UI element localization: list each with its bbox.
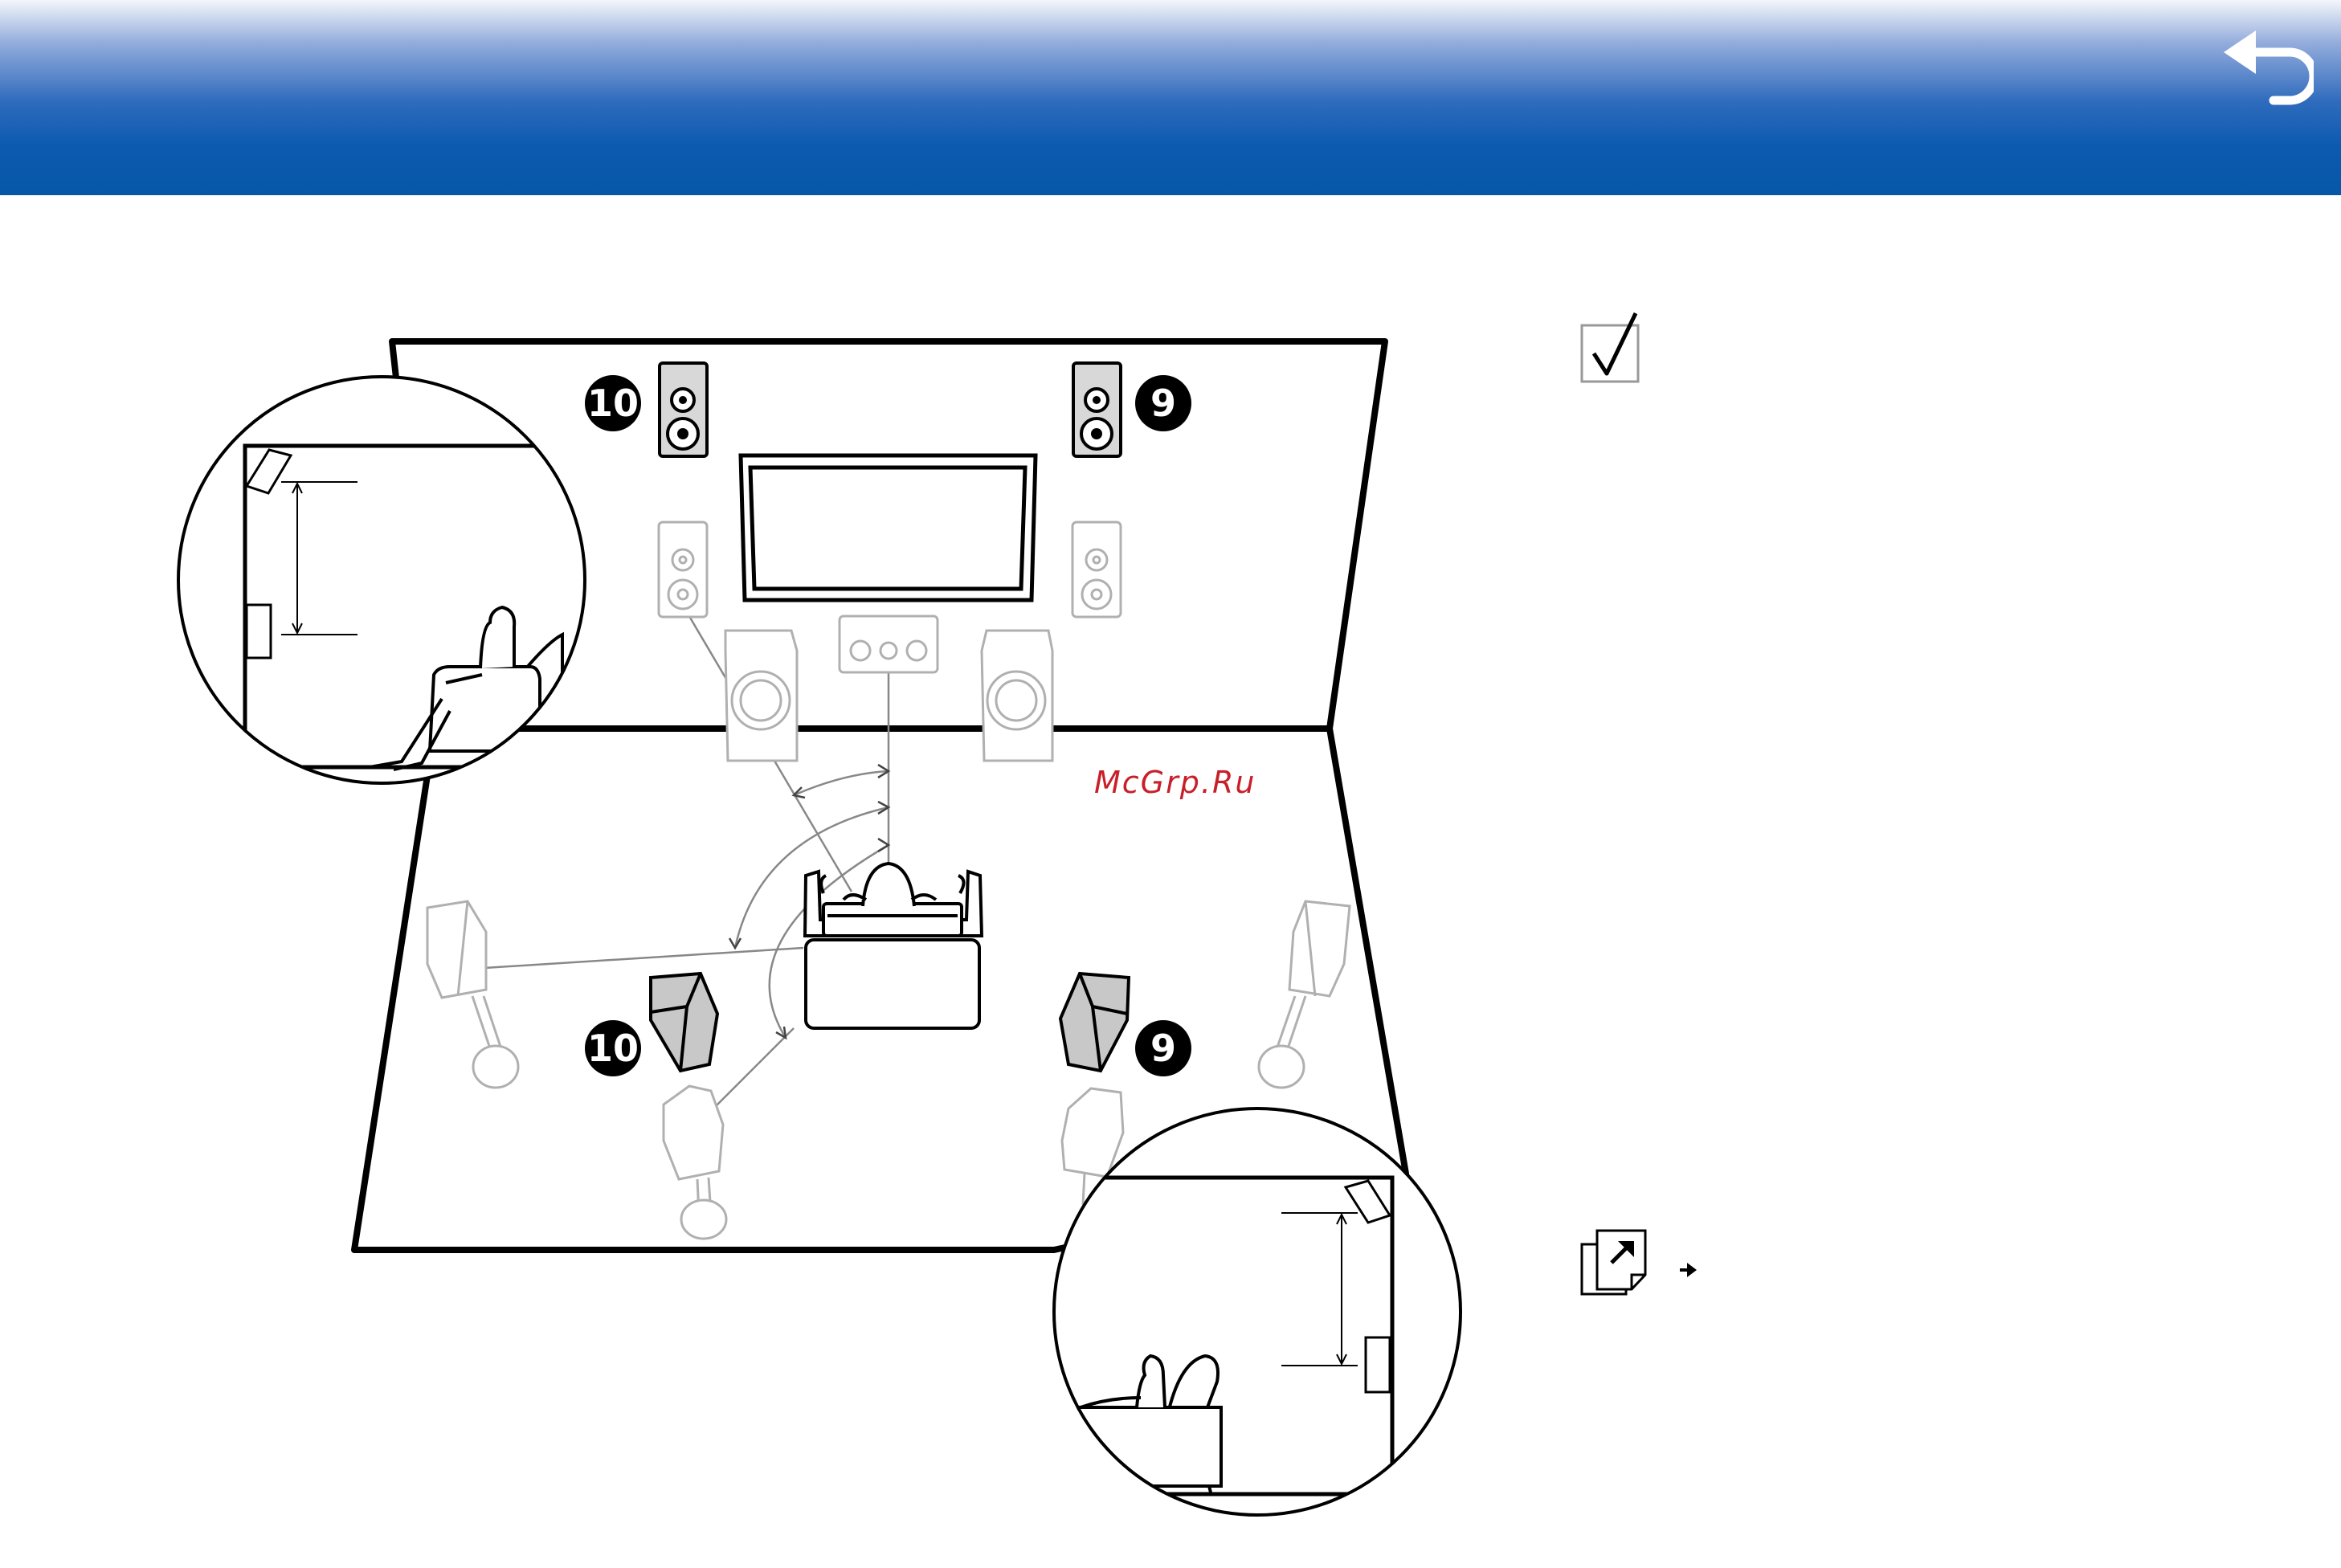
badge-rear-high-left: 10 bbox=[585, 1020, 641, 1076]
rear-high-speaker-right bbox=[1060, 974, 1129, 1071]
svg-text:10: 10 bbox=[587, 1027, 639, 1070]
speaker-layout-diagram: 10 9 10 9 bbox=[0, 195, 2341, 1568]
tv-screen bbox=[741, 455, 1036, 600]
rear-high-speaker-left bbox=[651, 974, 717, 1071]
page-reference-icon[interactable] bbox=[1579, 1227, 1652, 1299]
back-arrow-icon[interactable] bbox=[2217, 24, 2314, 112]
front-speaker-left bbox=[659, 522, 707, 617]
svg-text:10: 10 bbox=[587, 382, 639, 425]
badge-rear-high-right: 9 bbox=[1135, 1020, 1191, 1076]
front-speaker-right bbox=[1072, 522, 1121, 617]
front-high-speaker-left bbox=[660, 363, 707, 456]
svg-text:9: 9 bbox=[1150, 382, 1176, 425]
badge-front-high-left: 10 bbox=[585, 375, 641, 431]
front-high-speaker-right bbox=[1073, 363, 1121, 456]
listener-sofa bbox=[805, 864, 982, 1028]
watermark: McGrp.Ru bbox=[1094, 765, 1256, 800]
badge-front-high-right: 9 bbox=[1135, 375, 1191, 431]
svg-text:9: 9 bbox=[1150, 1027, 1176, 1070]
arrow-right-icon bbox=[1677, 1260, 1698, 1280]
surround-back-speaker-left bbox=[664, 1086, 726, 1239]
surround-speaker-left bbox=[427, 901, 518, 1088]
checkbox-checked-icon bbox=[1579, 309, 1644, 386]
surround-speaker-right bbox=[1259, 901, 1350, 1088]
header-bar bbox=[0, 0, 2341, 195]
subwoofer-right bbox=[982, 631, 1052, 761]
center-speaker bbox=[840, 616, 938, 672]
rear-height-detail bbox=[1052, 1109, 1461, 1515]
subwoofer-left bbox=[725, 631, 797, 761]
